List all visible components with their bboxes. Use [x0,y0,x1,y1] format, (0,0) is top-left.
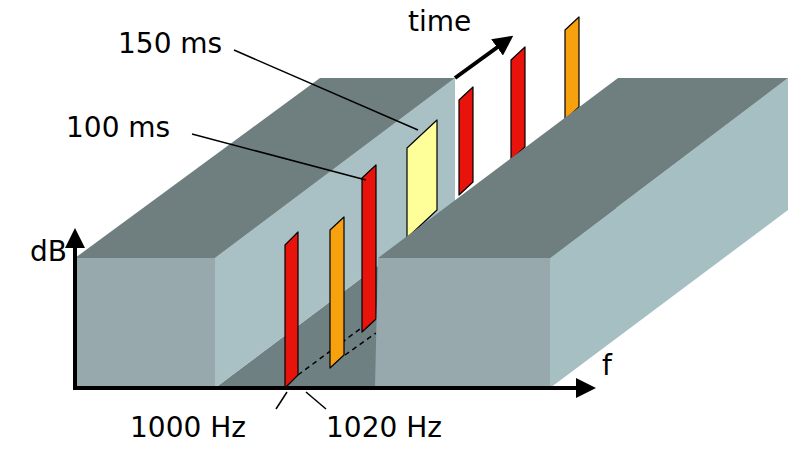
frequency-label: 1000 Hz [130,414,246,442]
left-block-top [75,78,455,258]
tone-bar [511,47,525,160]
db-axis [73,232,77,390]
left-block-front [75,258,215,388]
leader-line [234,50,418,130]
tone-bar [459,87,473,195]
tone-bar [285,232,298,388]
duration-label: 150 ms [118,30,222,58]
tone-bar [330,217,344,368]
axis-label: time [408,8,471,36]
frequency-label: 1020 Hz [326,414,442,442]
right-block-front [375,258,550,388]
time-axis [455,38,510,78]
right-block-top [378,78,788,258]
leader-line [306,392,326,409]
leader-line [192,134,366,180]
tone-bar [565,17,579,120]
axis-label: f [602,352,612,380]
leader-line [276,392,287,409]
tone-bar [362,165,376,332]
guide-line [345,333,376,355]
duration-label: 100 ms [66,114,170,142]
frequency-axis [73,386,592,390]
axis-label: dB [30,238,67,266]
